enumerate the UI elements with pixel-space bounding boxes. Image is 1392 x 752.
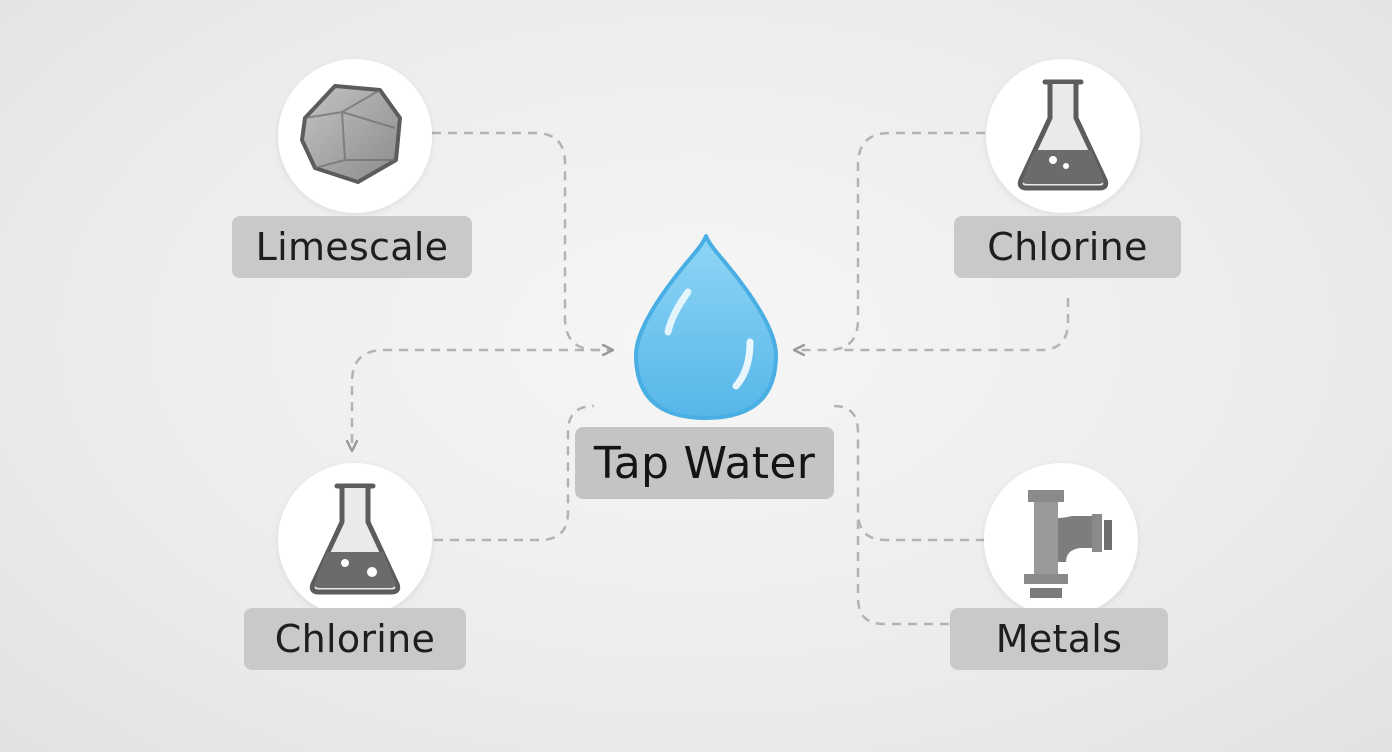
node-chlorine-top-circle <box>986 59 1140 213</box>
connector-bottom-chlorine <box>434 404 595 542</box>
flask-icon <box>1017 79 1109 191</box>
limescale-label: Limescale <box>255 225 449 269</box>
label-limescale: Limescale <box>232 216 472 278</box>
label-chlorine-bottom: Chlorine <box>244 608 466 670</box>
flask-icon <box>309 483 401 595</box>
connector-chlorine-top-lower <box>840 298 1070 352</box>
tap-water-label: Tap Water <box>593 437 816 489</box>
connector-chlorine-top <box>795 131 985 350</box>
chlorine-bottom-label: Chlorine <box>274 617 436 661</box>
connector-limescale <box>432 131 612 350</box>
node-chlorine-bottom-circle <box>278 463 432 617</box>
node-metals-circle <box>984 463 1138 617</box>
label-metals: Metals <box>950 608 1168 670</box>
connector-metals <box>833 404 985 542</box>
label-chlorine-top: Chlorine <box>954 216 1181 278</box>
connector-metals-lower <box>856 520 950 626</box>
water-drop-icon <box>634 234 778 420</box>
connectors <box>352 131 1070 626</box>
connector-to-bottom-chlorine <box>352 348 600 450</box>
metals-label: Metals <box>995 617 1123 661</box>
rock-icon <box>300 84 402 184</box>
pipe-icon <box>1024 490 1112 598</box>
chlorine-top-label: Chlorine <box>987 225 1148 269</box>
label-tap-water: Tap Water <box>575 427 834 499</box>
node-limescale-circle <box>278 59 432 213</box>
